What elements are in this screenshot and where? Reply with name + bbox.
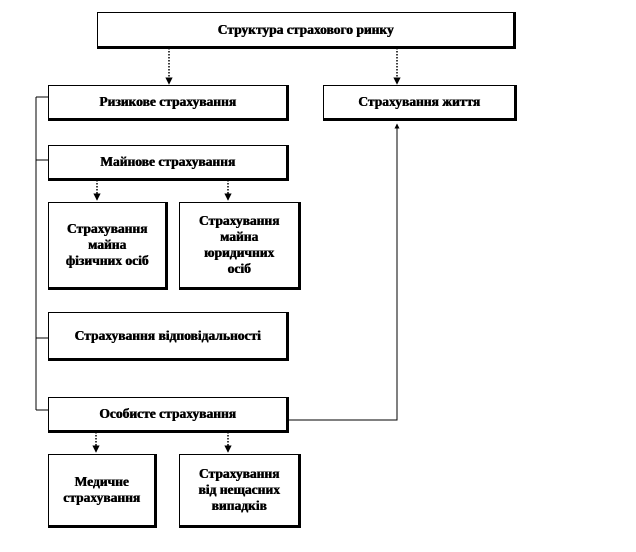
- accident-insurance-line: випадків: [211, 498, 267, 513]
- personal-insurance-box: Особисте страхування: [48, 397, 289, 433]
- root-label: Структура страхового ринку: [217, 21, 394, 37]
- property-individuals-line: Страхування: [66, 221, 148, 236]
- accident-insurance-box: Страхування від нещасних випадків: [179, 454, 301, 528]
- liability-insurance-label: Страхування відповідальності: [74, 327, 261, 343]
- risk-insurance-label: Ризикове страхування: [99, 94, 236, 109]
- property-individuals-box: Страхування майна фізичних осіб: [48, 202, 168, 290]
- property-legal-line: Страхування: [198, 213, 280, 228]
- property-individuals-line: фізичних осіб: [65, 253, 149, 268]
- property-insurance-label: Майнове страхування: [99, 154, 236, 169]
- property-legal-line: юридичних: [203, 245, 275, 260]
- property-individuals-line: майна: [87, 237, 127, 252]
- property-legal-box: Страхування майна юридичних осіб: [179, 202, 301, 290]
- liability-insurance-box: Страхування відповідальності: [48, 312, 289, 361]
- life-insurance-label: Страхування життя: [358, 94, 480, 109]
- accident-insurance-line: від нещасних: [198, 482, 280, 497]
- arrow-personal-to-life: [288, 123, 400, 421]
- root-box: Структура страхового ринку: [97, 12, 516, 49]
- medical-insurance-line: Медичне: [74, 474, 129, 489]
- life-insurance-box: Страхування життя: [323, 85, 517, 121]
- risk-insurance-box: Ризикове страхування: [48, 85, 289, 121]
- property-legal-line: майна: [219, 229, 259, 244]
- accident-insurance-line: Страхування: [198, 466, 280, 481]
- personal-insurance-label: Особисте страхування: [99, 406, 236, 421]
- property-insurance-box: Майнове страхування: [48, 145, 289, 181]
- property-legal-line: осіб: [227, 261, 251, 276]
- medical-insurance-line: страхування: [63, 490, 140, 505]
- medical-insurance-box: Медичне страхування: [48, 454, 157, 528]
